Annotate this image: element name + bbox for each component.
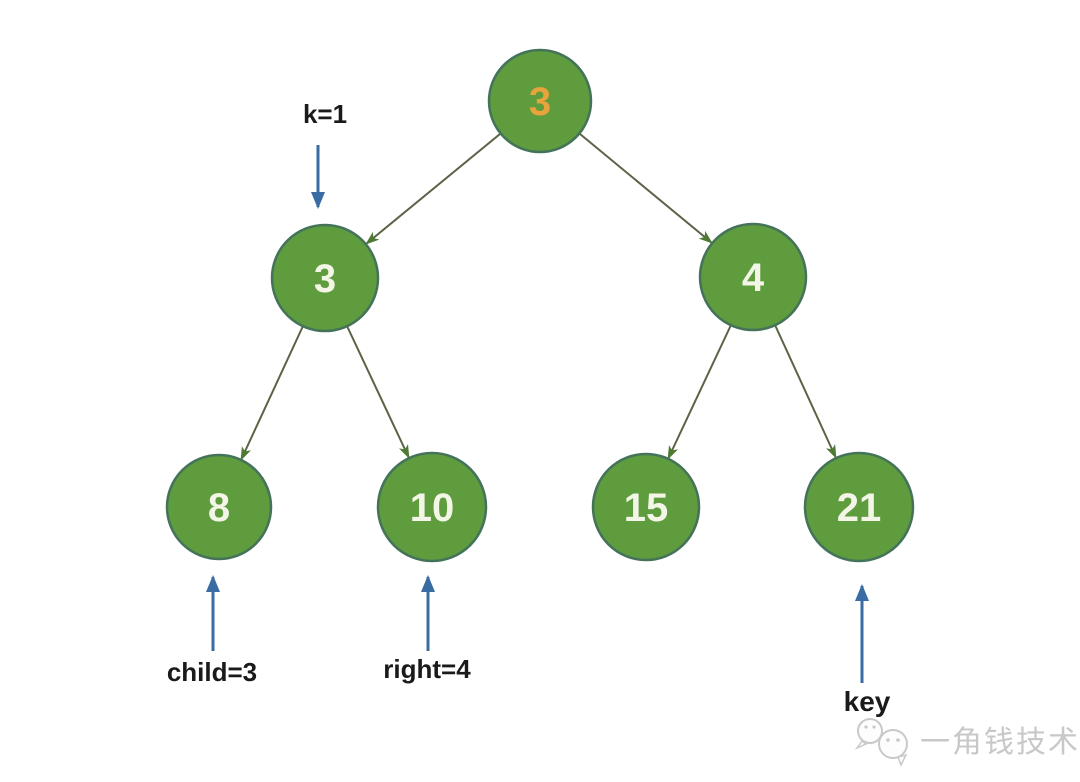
- node-value: 15: [624, 486, 669, 530]
- watermark: 一角钱技术: [854, 718, 1080, 767]
- node-value: 21: [837, 486, 882, 530]
- tree-nodes: 3 3 4 8 10 15: [165, 48, 915, 563]
- edge-root-to-right-child: [579, 133, 713, 244]
- node-value: 4: [742, 256, 765, 300]
- node-circle: [270, 223, 380, 333]
- annotation-label-right: right=4: [383, 654, 471, 684]
- node-value: 3: [529, 80, 551, 124]
- chat-bubbles-icon: [854, 718, 908, 767]
- node-value: 8: [208, 486, 230, 530]
- edge-root-to-left-child: [365, 133, 501, 245]
- edge-right-child-to-leaf-21: [774, 324, 837, 459]
- node-circle: [165, 453, 273, 561]
- node-circle: [376, 451, 488, 563]
- tree-node-leaf-15: 15: [591, 452, 701, 562]
- annotation-label-key: key: [844, 686, 891, 717]
- tree-node-right-child: 4: [698, 222, 808, 332]
- annotation-label-k: k=1: [303, 99, 347, 129]
- edge-right-child-to-leaf-15: [667, 324, 732, 460]
- node-circle: [591, 452, 701, 562]
- tree-node-leaf-10: 10: [376, 451, 488, 563]
- tree-node-left-child: 3: [270, 223, 380, 333]
- node-circle: [487, 48, 593, 154]
- annotation-label-child: child=3: [167, 657, 257, 687]
- node-circle: [803, 451, 915, 563]
- edge-left-child-to-leaf-8: [240, 325, 304, 461]
- node-value: 10: [410, 486, 455, 530]
- tree-node-leaf-21: 21: [803, 451, 915, 563]
- edge-left-child-to-leaf-10: [346, 325, 410, 459]
- node-circle: [698, 222, 808, 332]
- node-value: 3: [314, 257, 336, 301]
- tree-edges: [240, 133, 837, 461]
- tree-node-leaf-8: 8: [165, 453, 273, 561]
- watermark-text: 一角钱技术: [920, 726, 1080, 759]
- tree-node-root: 3: [487, 48, 593, 154]
- annotation-arrows: [206, 145, 869, 683]
- annotation-labels: k=1 child=3 right=4 key: [167, 99, 891, 717]
